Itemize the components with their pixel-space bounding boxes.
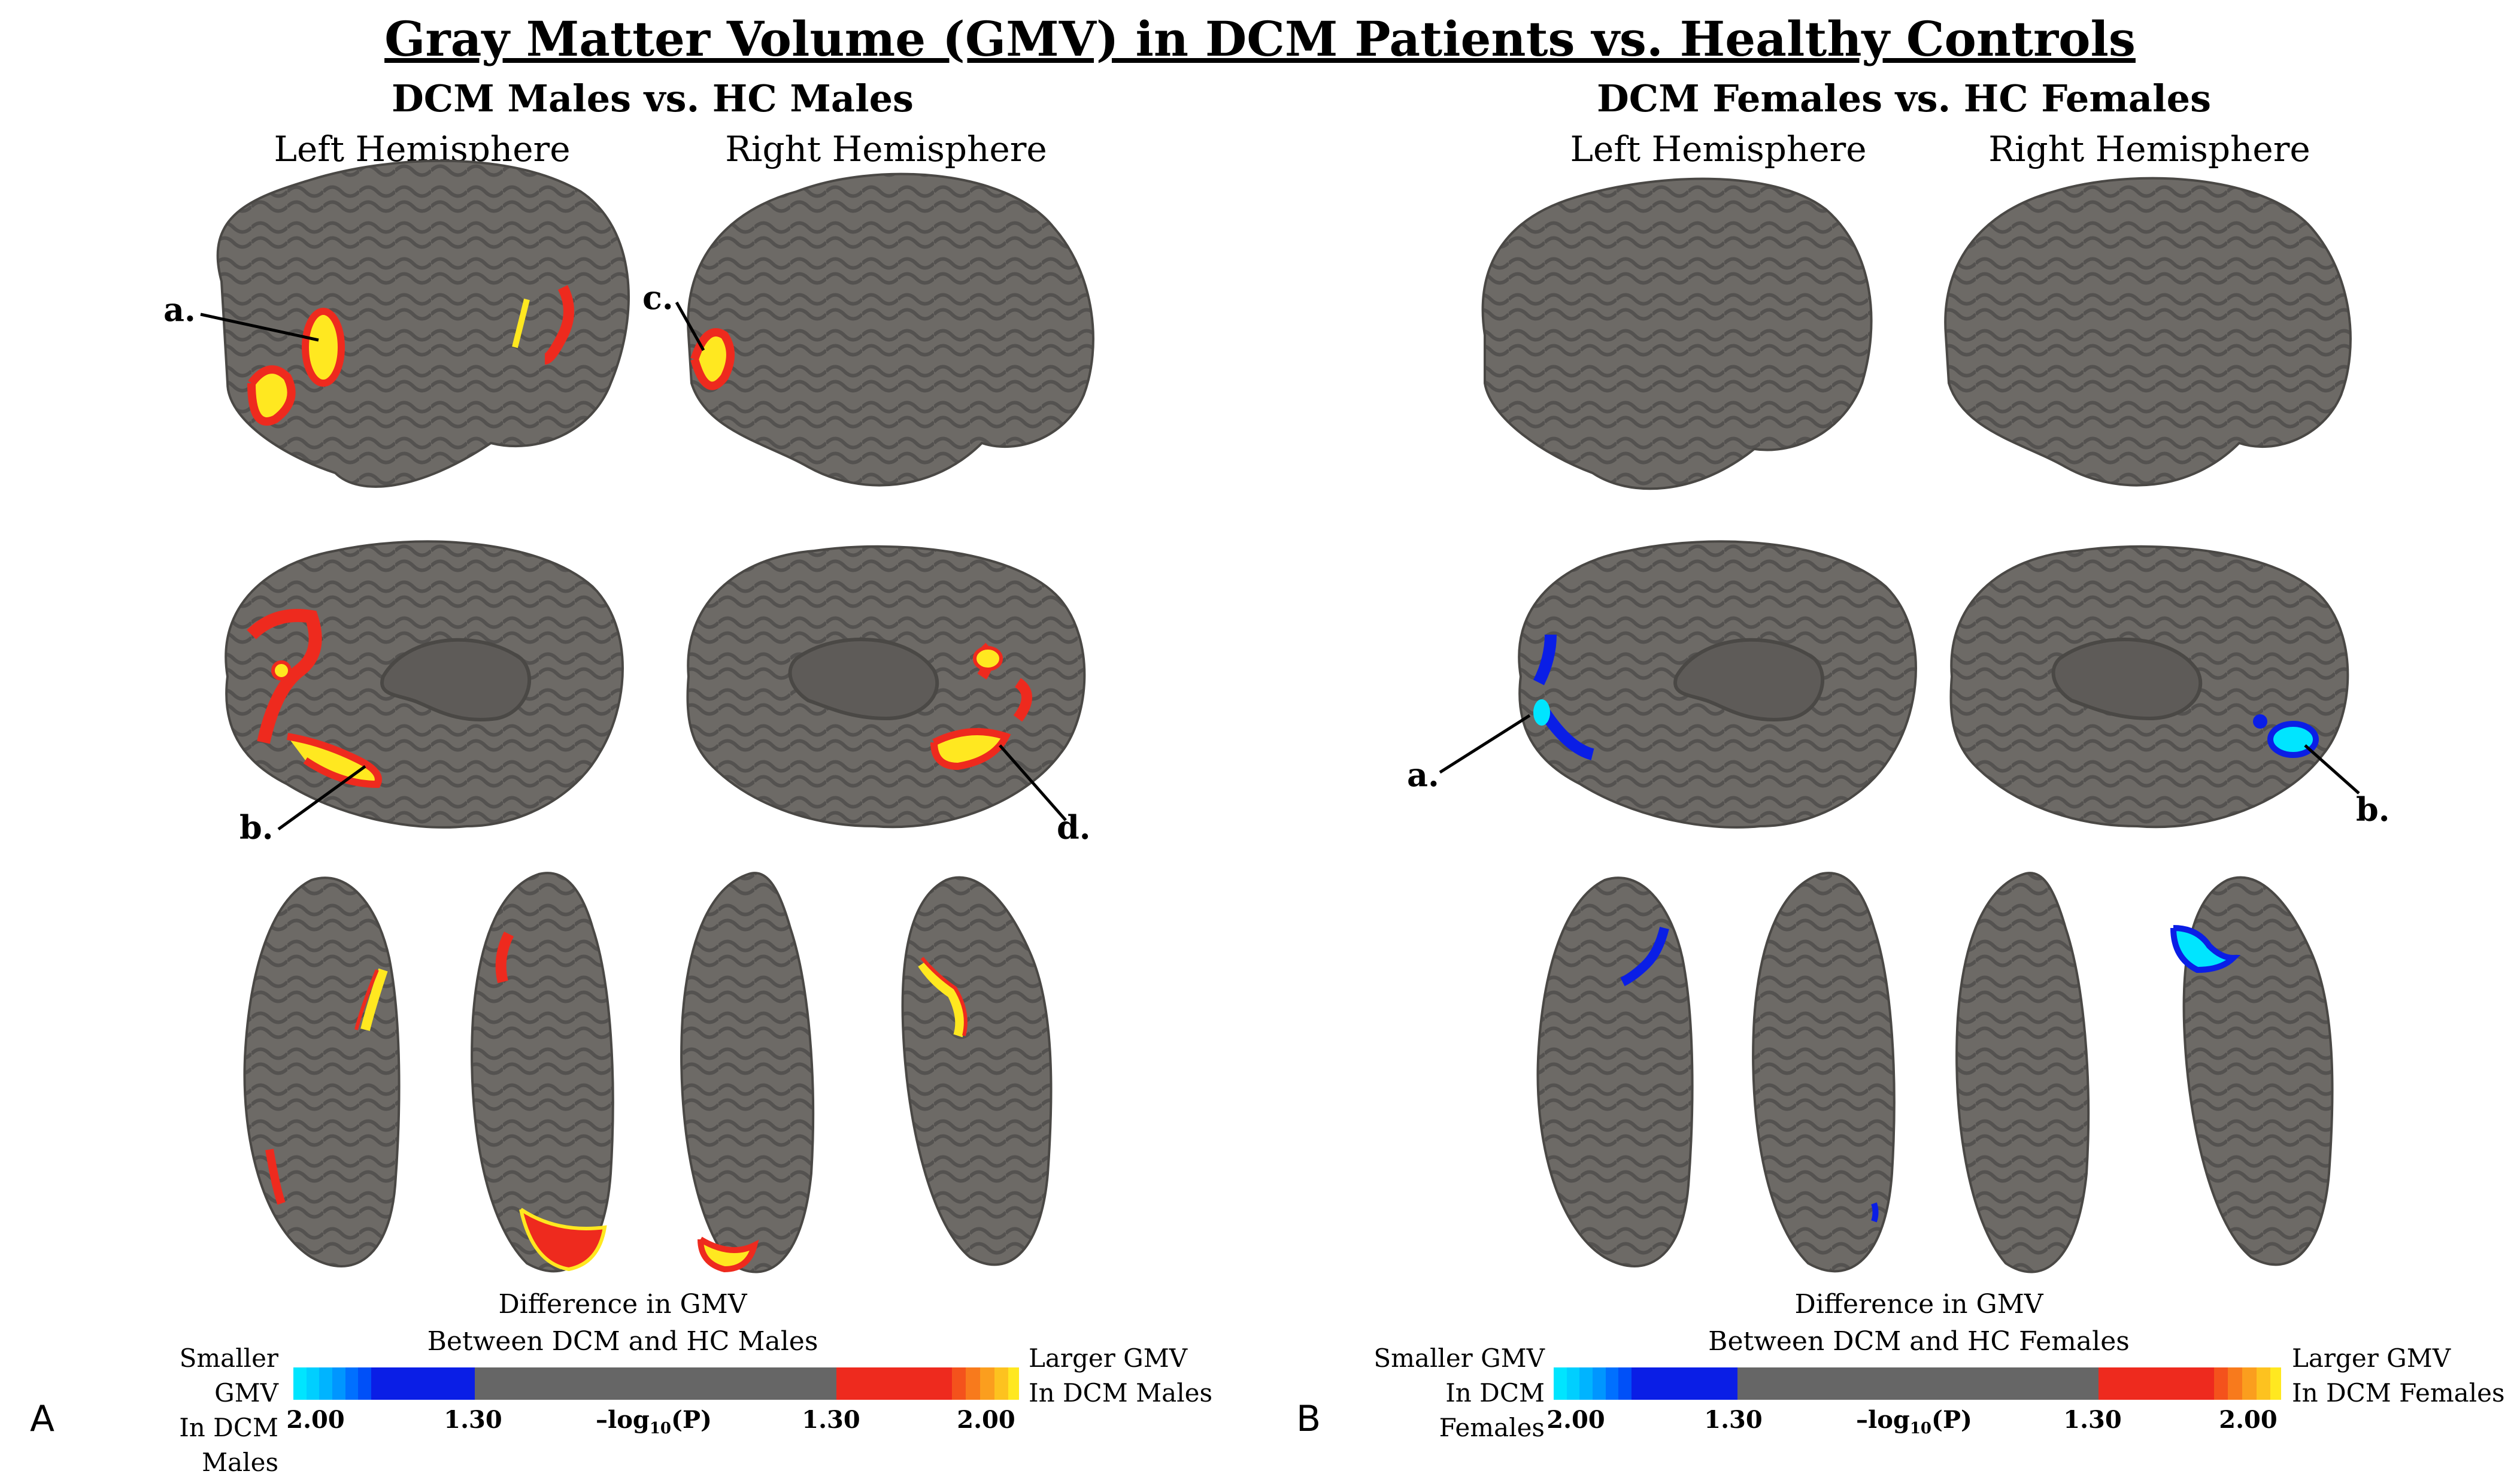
panel-b-colorbar-left-label: Smaller GMV In DCM Females xyxy=(1371,1341,1545,1445)
panel-a-colorbar-title: Difference in GMV Between DCM and HC Mal… xyxy=(204,1286,1042,1360)
panel-a-right-hemisphere-label: Right Hemisphere xyxy=(725,129,1047,169)
panel-b-left-hemisphere-label: Left Hemisphere xyxy=(1570,129,1867,169)
panel-b-axis-label-paren: (P) xyxy=(1931,1406,1972,1434)
panel-a-colorbar-title-line2: Between DCM and HC Males xyxy=(427,1326,818,1357)
callout-lines xyxy=(200,301,2360,831)
panel-b-left-dorsal-brain xyxy=(1752,872,1896,1273)
panel-a-tick-3: 1.30 xyxy=(802,1406,860,1434)
panel-b-letter: B xyxy=(1296,1398,1321,1440)
panel-a-colorbar-title-line1: Difference in GMV xyxy=(498,1289,747,1320)
callout-a-panel-b: a. xyxy=(1407,756,1439,794)
panel-a-letter: A xyxy=(30,1398,55,1440)
panel-a-axis-label-main: –log xyxy=(596,1406,650,1434)
panel-a-left-lateral-brain xyxy=(216,159,630,488)
panel-a-colorbar-right-label: Larger GMV In DCM Males xyxy=(1029,1341,1226,1411)
panel-b-right-dorsal-brain xyxy=(1955,872,2090,1273)
panel-a-left-ventral-brain xyxy=(243,877,401,1267)
panel-b-axis-label-main: –log xyxy=(1856,1406,1910,1434)
panel-b-tick-2: 1.30 xyxy=(1704,1406,1763,1434)
panel-a-colorbar-right-line1: Larger GMV xyxy=(1029,1343,1188,1373)
panel-a-colorbar-left-label: Smaller GMV In DCM Males xyxy=(108,1341,278,1480)
panel-b-axis-label: –log10(P) xyxy=(1856,1406,1972,1437)
panel-b-colorbar-left-line2: In DCM Females xyxy=(1439,1378,1545,1442)
panel-b-right-hemisphere-label: Right Hemisphere xyxy=(1988,129,2310,169)
callout-b-panel-a: b. xyxy=(239,808,274,847)
figure-title: Gray Matter Volume (GMV) in DCM Patients… xyxy=(384,11,2136,67)
panel-b-colorbar xyxy=(1554,1367,2281,1400)
panel-b-left-lateral-brain xyxy=(1481,177,1873,490)
panel-b-axis-label-sub: 10 xyxy=(1909,1420,1932,1437)
panel-b-right-ventral-brain xyxy=(2170,876,2334,1266)
panel-b-colorbar-title-line2: Between DCM and HC Females xyxy=(1708,1326,2130,1357)
panel-a-left-dorsal-brain xyxy=(471,872,614,1273)
panel-b-colorbar-left-line1: Smaller GMV xyxy=(1373,1343,1545,1373)
panel-a-tick-2: 1.30 xyxy=(444,1406,502,1434)
panel-a-axis-label-sub: 10 xyxy=(649,1420,672,1437)
panel-a-left-medial-brain xyxy=(225,540,624,829)
panel-a-axis-label: –log10(P) xyxy=(596,1406,712,1437)
panel-b-colorbar-title-line1: Difference in GMV xyxy=(1794,1289,2043,1320)
panel-a-colorbar xyxy=(293,1367,1019,1400)
panel-b-tick-1: 2.00 xyxy=(1546,1406,1605,1434)
panel-a-right-lateral-brain xyxy=(687,172,1094,487)
panel-b-colorbar-right-line1: Larger GMV xyxy=(2292,1343,2451,1373)
panel-a-tick-1: 2.00 xyxy=(286,1406,345,1434)
panel-b-heading: DCM Females vs. HC Females xyxy=(1596,77,2212,120)
panel-a-heading: DCM Males vs. HC Males xyxy=(392,77,914,120)
callout-c-panel-a: c. xyxy=(642,278,674,317)
panel-b-right-medial-brain xyxy=(1949,545,2349,829)
panel-b-left-ventral-brain xyxy=(1536,877,1694,1267)
panel-a-colorbar-right-line2: In DCM Males xyxy=(1029,1378,1213,1408)
panel-a-right-medial-brain xyxy=(686,545,1086,829)
callout-d-panel-a: d. xyxy=(1057,808,1091,847)
panel-b-colorbar-right-line2: In DCM Females xyxy=(2292,1378,2505,1408)
panel-a-tick-4: 2.00 xyxy=(957,1406,1015,1434)
panel-b-right-lateral-brain xyxy=(1944,177,2352,487)
panel-a-colorbar-left-line1: Smaller GMV xyxy=(179,1343,278,1408)
panel-b-left-medial-brain xyxy=(1518,540,1917,829)
panel-b-tick-4: 2.00 xyxy=(2219,1406,2278,1434)
panel-b-colorbar-title: Difference in GMV Between DCM and HC Fem… xyxy=(1500,1286,2338,1360)
panel-a-right-dorsal-brain xyxy=(680,872,815,1273)
panel-b-tick-3: 1.30 xyxy=(2063,1406,2122,1434)
panel-a-axis-label-paren: (P) xyxy=(671,1406,712,1434)
panel-a-colorbar-left-line2: In DCM Males xyxy=(179,1413,278,1477)
panel-b-colorbar-right-label: Larger GMV In DCM Females xyxy=(2292,1341,2513,1411)
callout-b-panel-b: b. xyxy=(2356,790,2390,829)
callout-a-panel-a: a. xyxy=(163,290,196,329)
panel-a-right-ventral-brain xyxy=(901,876,1053,1266)
